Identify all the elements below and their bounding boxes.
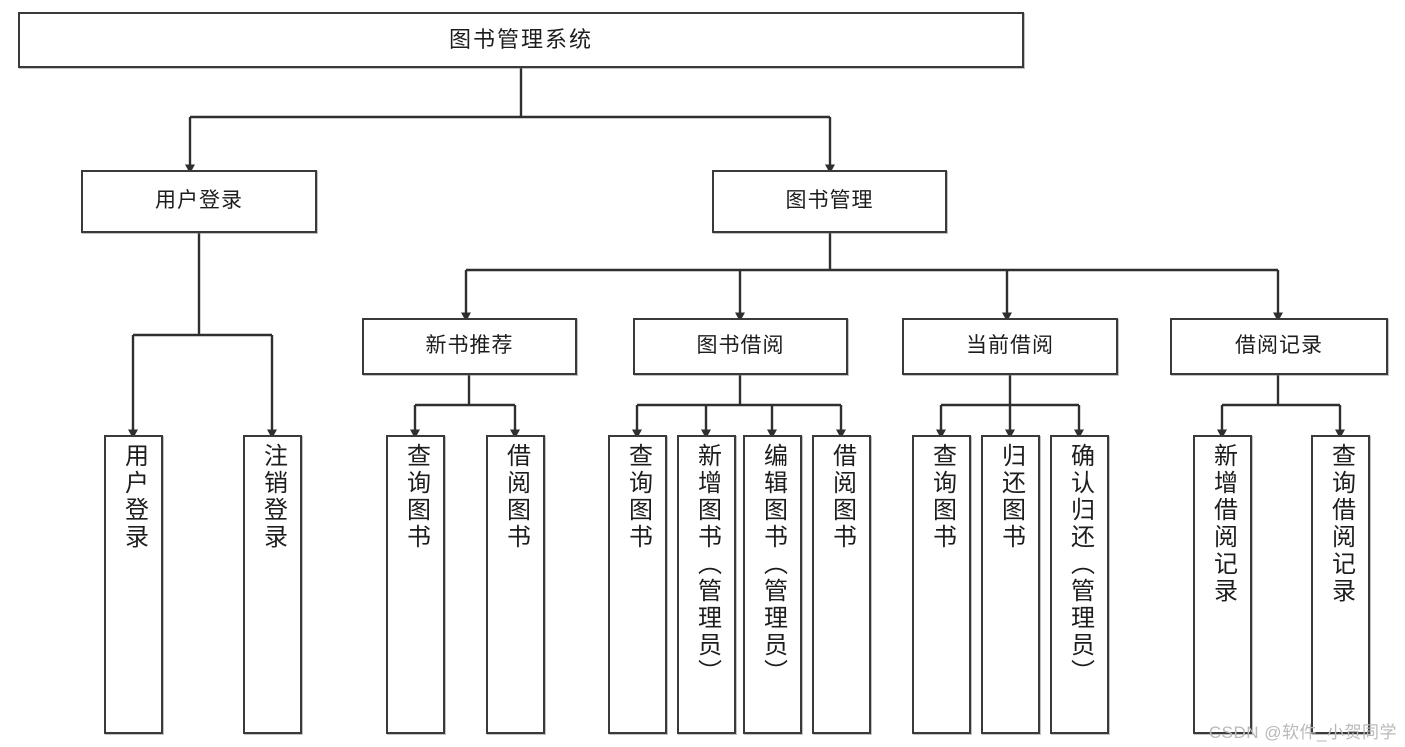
node-label: 查询图书 xyxy=(928,443,956,551)
leaf-borrow-query-book[interactable]: 查询图书 xyxy=(608,435,667,734)
node-new-book-recommend[interactable]: 新书推荐 xyxy=(362,318,577,375)
csdn-watermark: CSDN @软件_小贺同学 xyxy=(1208,723,1397,742)
leaf-user-login-logout[interactable]: 注销登录 xyxy=(243,435,302,734)
node-user-login[interactable]: 用户登录 xyxy=(81,170,317,233)
node-current-borrow[interactable]: 当前借阅 xyxy=(902,318,1118,375)
node-label: 用户登录 xyxy=(120,443,148,551)
node-label: 查询图书 xyxy=(402,443,430,551)
node-label: 图书管理 xyxy=(785,189,874,213)
node-label: 确认归还（管理员） xyxy=(1066,443,1094,686)
node-label: 归还图书 xyxy=(997,443,1025,551)
node-borrow-record[interactable]: 借阅记录 xyxy=(1170,318,1388,375)
node-label: 图书借阅 xyxy=(696,334,785,358)
node-label: 新增图书（管理员） xyxy=(693,443,721,686)
node-label: 注销登录 xyxy=(259,443,287,551)
node-label: 编辑图书（管理员） xyxy=(759,443,787,686)
node-label: 当前借阅 xyxy=(966,334,1054,358)
leaf-recommend-borrow-book[interactable]: 借阅图书 xyxy=(486,435,545,734)
leaf-current-confirm-return-admin[interactable]: 确认归还（管理员） xyxy=(1050,435,1109,734)
node-label: 新书推荐 xyxy=(425,334,514,358)
node-label: 图书管理系统 xyxy=(448,27,593,53)
node-label: 借阅图书 xyxy=(828,443,856,551)
node-book-management[interactable]: 图书管理 xyxy=(712,170,947,233)
leaf-borrow-add-book-admin[interactable]: 新增图书（管理员） xyxy=(677,435,736,734)
leaf-user-login-login[interactable]: 用户登录 xyxy=(104,435,163,734)
node-label: 新增借阅记录 xyxy=(1209,443,1237,605)
node-label: 查询借阅记录 xyxy=(1327,443,1355,605)
node-root-system[interactable]: 图书管理系统 xyxy=(18,12,1024,68)
leaf-record-add-record[interactable]: 新增借阅记录 xyxy=(1193,435,1252,734)
node-label: 借阅记录 xyxy=(1235,334,1323,358)
leaf-record-query-record[interactable]: 查询借阅记录 xyxy=(1311,435,1370,734)
node-label: 用户登录 xyxy=(155,189,243,213)
node-book-borrow[interactable]: 图书借阅 xyxy=(633,318,848,375)
leaf-recommend-query-book[interactable]: 查询图书 xyxy=(386,435,445,734)
leaf-borrow-borrow-book[interactable]: 借阅图书 xyxy=(812,435,871,734)
leaf-current-return-book[interactable]: 归还图书 xyxy=(981,435,1040,734)
leaf-borrow-edit-book-admin[interactable]: 编辑图书（管理员） xyxy=(743,435,802,734)
node-label: 查询图书 xyxy=(624,443,652,551)
leaf-current-query-book[interactable]: 查询图书 xyxy=(912,435,971,734)
node-label: 借阅图书 xyxy=(502,443,530,551)
